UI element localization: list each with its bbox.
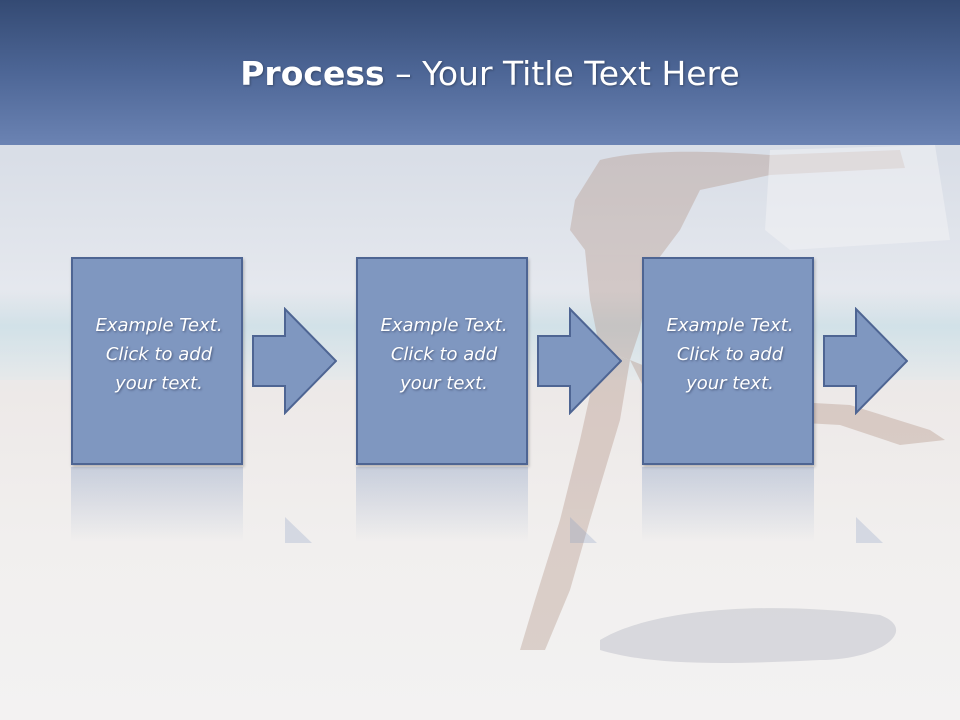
process-step-2-reflection	[356, 467, 528, 542]
process-step-1-reflection	[71, 467, 243, 542]
process-step-3-reflection	[642, 467, 814, 542]
process-arrow-3-reflection	[856, 517, 883, 543]
title-bold: Process	[240, 54, 385, 93]
step-1-line-1: Example Text.	[95, 315, 223, 336]
title-bar: Process – Your Title Text Here	[0, 0, 960, 145]
step-3-line-3: your text.	[686, 373, 774, 394]
process-arrow-3[interactable]	[823, 307, 908, 415]
process-arrow-2-reflection	[570, 517, 597, 543]
process-arrow-1[interactable]	[252, 307, 337, 415]
step-2-line-3: your text.	[400, 373, 488, 394]
process-arrow-1-reflection	[285, 517, 312, 543]
step-3-line-1: Example Text.	[666, 315, 794, 336]
process-step-1-box[interactable]: Example Text. Click to add your text.	[71, 257, 243, 465]
process-step-2-box[interactable]: Example Text. Click to add your text.	[356, 257, 528, 465]
process-step-2-text[interactable]: Example Text. Click to add your text.	[358, 311, 530, 398]
step-2-line-1: Example Text.	[380, 315, 508, 336]
slide-title[interactable]: Process – Your Title Text Here	[0, 52, 960, 96]
process-step-3-text[interactable]: Example Text. Click to add your text.	[644, 311, 816, 398]
process-step-1-text[interactable]: Example Text. Click to add your text.	[73, 311, 245, 398]
process-step-3-box[interactable]: Example Text. Click to add your text.	[642, 257, 814, 465]
step-1-line-3: your text.	[115, 373, 203, 394]
step-3-line-2: Click to add	[676, 344, 784, 365]
step-2-line-2: Click to add	[390, 344, 498, 365]
step-1-line-2: Click to add	[105, 344, 213, 365]
process-arrow-2[interactable]	[537, 307, 622, 415]
title-rest: – Your Title Text Here	[384, 54, 740, 93]
